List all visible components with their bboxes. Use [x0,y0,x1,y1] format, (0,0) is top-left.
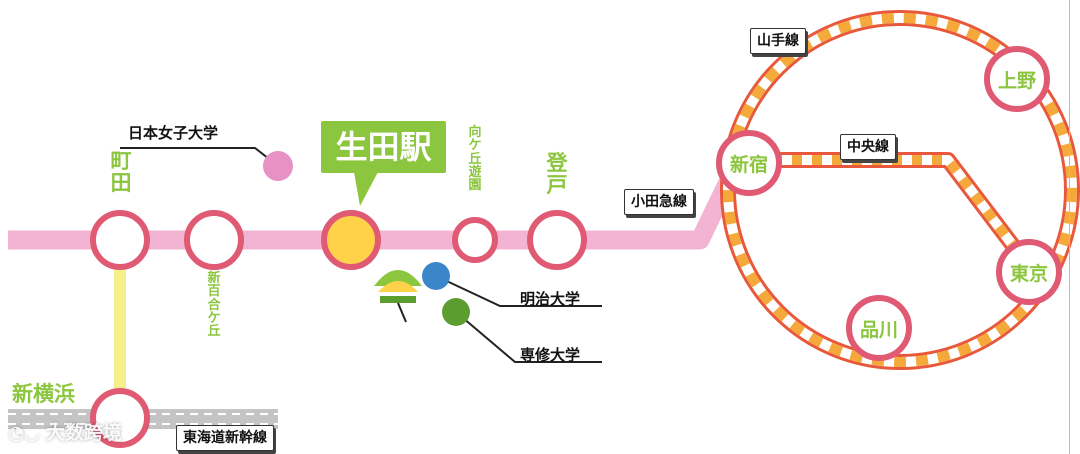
senshu-dot [442,298,470,326]
shinagawa-label: 品川 [859,319,898,341]
meiji-pointer [435,275,602,307]
senshu-pointer [455,311,602,363]
odakyu-line-tag: 小田急線 [624,189,694,215]
shinjuku-station-marker [716,130,782,196]
yamanote-line-tag: 山手線 [750,28,806,54]
meiji-university-label: 明治大学 [520,290,581,308]
shinjuku-label: 新宿 [729,154,768,176]
japan-womens-university-label: 日本女子大学 [128,124,219,142]
chuo-line-tag: 中央線 [840,134,896,160]
shin-yokohama-station-marker [90,388,150,448]
noborito-station-marker [527,210,587,270]
machida-station-marker [90,210,150,270]
shin-yokohama-label: 新横浜 [12,382,75,406]
machida-label: 町 田 [110,149,132,196]
watermark-logo-icon: ◔◡ [8,422,40,444]
ikuta-station-callout: 生田駅 [321,121,446,173]
watermark: ◔◡ 大数跨境 [8,418,122,445]
ueno-label: 上野 [997,70,1036,92]
shin-yurigaoka-station-marker [184,210,244,270]
ikuta-station-marker [321,210,381,270]
tokyo-station-marker [996,239,1062,305]
japan-womens-pointer [120,147,279,167]
ikuta-callout-pointer [354,172,378,206]
mukougaoka-yuen-label: 向 ケ 丘 遊 園 [468,125,482,193]
frame-edge [1069,0,1070,454]
senshu-university-label: 専修大学 [520,346,581,364]
noborito-label: 登 戸 [546,151,568,198]
chuo-line [752,152,1037,273]
mukougaoka-yuen-station-marker [452,217,498,263]
ueno-station-marker [984,46,1050,112]
university-emblem-icon [374,270,422,323]
watermark-text: 大数跨境 [45,422,122,444]
japan-womens-dot [263,151,293,181]
yamanote-loop [720,10,1080,370]
shin-yurigaoka-label: 新 百 合 ケ 丘 [207,271,221,339]
tokyo-label: 東京 [1009,263,1048,285]
meiji-dot [422,262,450,290]
shinagawa-station-marker [846,295,912,361]
tokaido-shinkansen-tag: 東海道新幹線 [176,425,274,451]
